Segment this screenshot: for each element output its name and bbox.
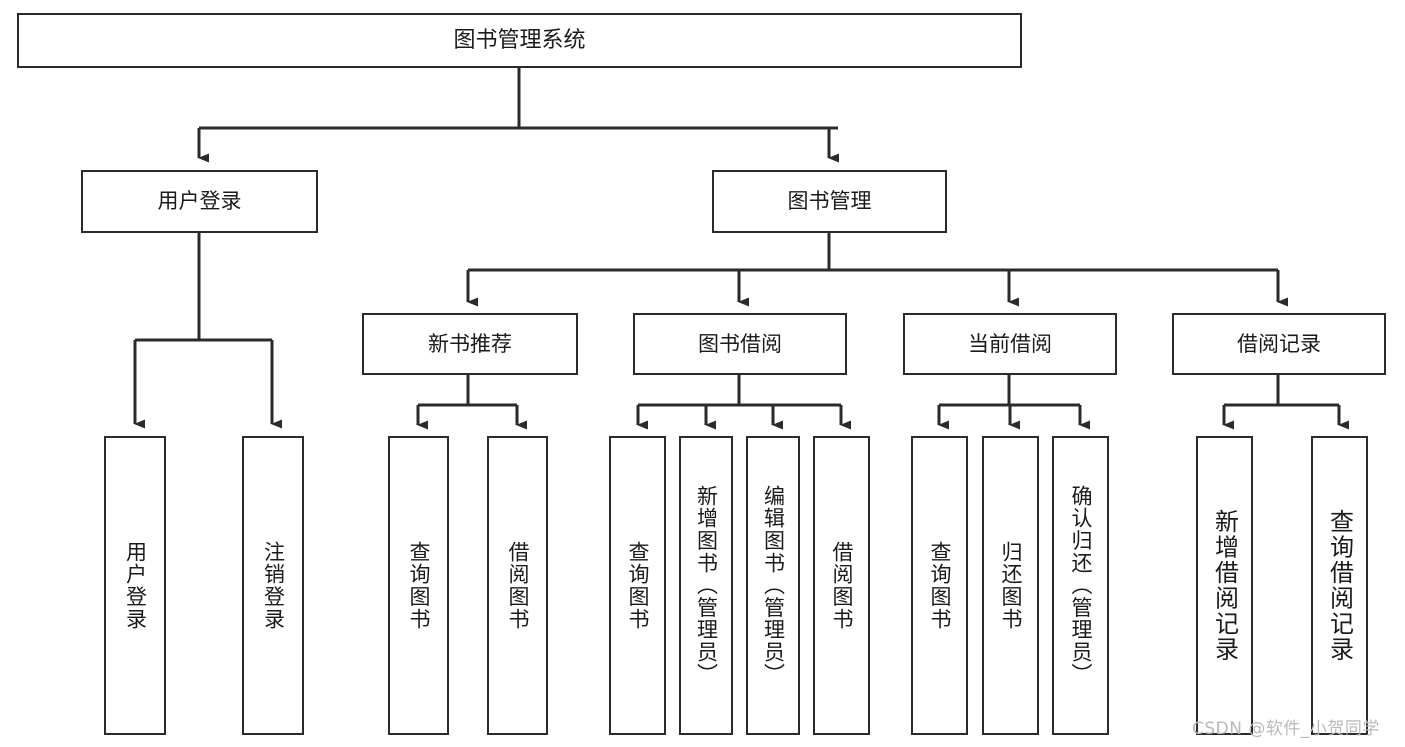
node-leaf-user-logout[interactable]: 注销登录 xyxy=(242,436,304,735)
node-label: 用户登录 xyxy=(157,189,242,214)
node-leaf-add-book-admin[interactable]: 新增图书（管理员） xyxy=(679,436,733,735)
node-leaf-confirm-return-admin[interactable]: 确认归还（管理员） xyxy=(1052,436,1109,735)
node-root-system[interactable]: 图书管理系统 xyxy=(17,13,1022,68)
node-leaf-edit-book-admin[interactable]: 编辑图书（管理员） xyxy=(746,436,800,735)
node-leaf-query-book-current[interactable]: 查询图书 xyxy=(911,436,968,735)
node-book-management[interactable]: 图书管理 xyxy=(712,170,947,233)
node-borrow-record[interactable]: 借阅记录 xyxy=(1172,313,1386,375)
node-leaf-user-login[interactable]: 用户登录 xyxy=(104,436,166,735)
node-user-login[interactable]: 用户登录 xyxy=(81,170,318,233)
node-leaf-query-book-newbook[interactable]: 查询图书 xyxy=(388,436,449,735)
node-label: 当前借阅 xyxy=(968,331,1052,356)
node-label: 用户登录 xyxy=(123,540,148,631)
node-new-book-recommendation[interactable]: 新书推荐 xyxy=(362,313,578,375)
node-label: 归还图书 xyxy=(999,540,1023,631)
node-label: 借阅图书 xyxy=(506,540,530,631)
node-label: 借阅记录 xyxy=(1237,331,1321,356)
node-label: 图书借阅 xyxy=(698,331,782,356)
node-current-borrowing[interactable]: 当前借阅 xyxy=(903,313,1117,375)
node-book-borrowing[interactable]: 图书借阅 xyxy=(633,313,847,375)
node-label: 借阅图书 xyxy=(830,540,854,631)
node-label: 查询图书 xyxy=(626,540,650,631)
node-leaf-borrow-book-newbook[interactable]: 借阅图书 xyxy=(487,436,548,735)
node-leaf-borrow-book-borrow[interactable]: 借阅图书 xyxy=(813,436,870,735)
node-label: 编辑图书（管理员） xyxy=(761,485,786,686)
watermark-csdn: CSDN @软件_小贺同学 xyxy=(1192,719,1380,739)
node-label: 图书管理 xyxy=(787,189,872,214)
node-label: 新增借阅记录 xyxy=(1210,509,1239,662)
node-label: 查询图书 xyxy=(407,540,431,631)
node-leaf-return-book[interactable]: 归还图书 xyxy=(982,436,1039,735)
node-leaf-query-book-borrow[interactable]: 查询图书 xyxy=(609,436,666,735)
node-label: 新书推荐 xyxy=(428,331,512,356)
node-leaf-add-borrow-record[interactable]: 新增借阅记录 xyxy=(1196,436,1253,735)
node-label: 注销登录 xyxy=(261,540,286,631)
node-label: 图书管理系统 xyxy=(453,27,586,53)
node-leaf-query-borrow-record[interactable]: 查询借阅记录 xyxy=(1311,436,1368,735)
node-label: 查询借阅记录 xyxy=(1325,509,1354,662)
node-label: 查询图书 xyxy=(928,540,952,631)
node-label: 确认归还（管理员） xyxy=(1069,485,1093,686)
node-label: 新增图书（管理员） xyxy=(694,485,719,686)
